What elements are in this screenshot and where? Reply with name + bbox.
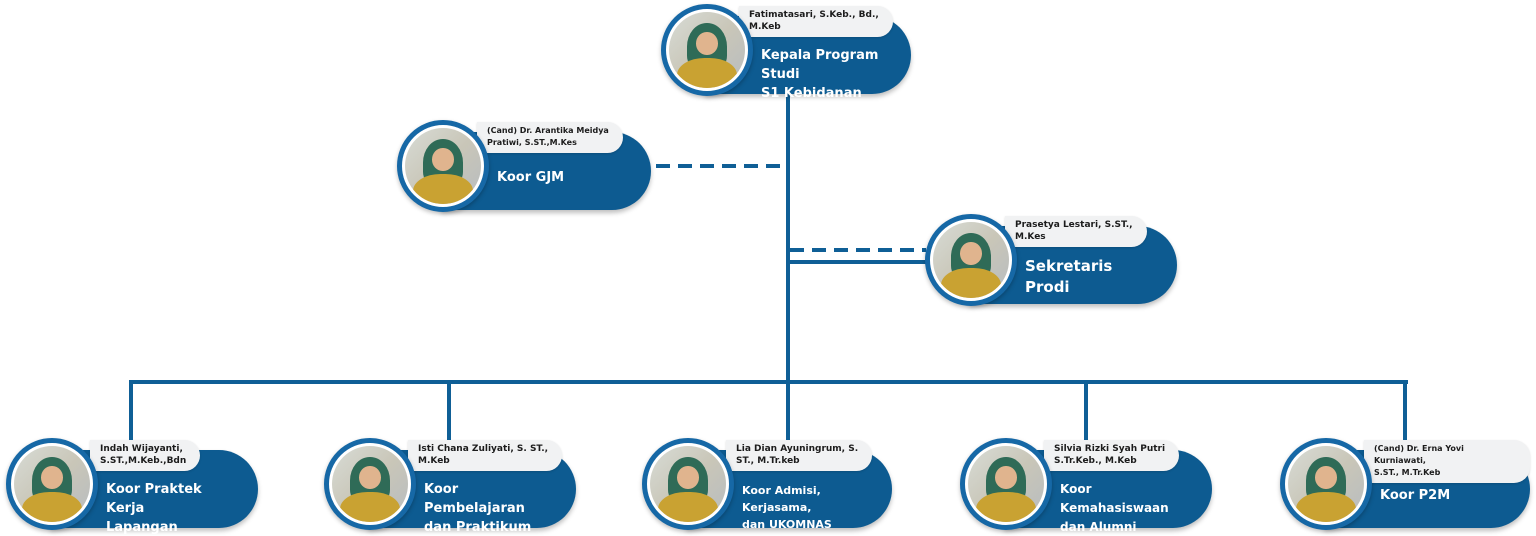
node-role: Sekretaris Prodi: [1025, 256, 1159, 298]
node-role-line: dan UKOMNAS: [742, 518, 832, 531]
person-photo-icon: [1288, 446, 1364, 522]
node-role-line: Lapangan: [106, 520, 178, 535]
node-kemahasiswaan[interactable]: Silvia Rizki Syah Putri S.Tr.Keb., M.Keb…: [960, 436, 1212, 534]
node-pembelajaran[interactable]: Isti Chana Zuliyati, S. ST., M.Keb Koor …: [324, 436, 576, 535]
avatar: [397, 120, 489, 212]
person-photo-icon: [405, 128, 481, 204]
node-name-line: S.Tr.Keb., M.Keb: [1054, 456, 1137, 466]
node-name: Lia Dian Ayuningrum, S. ST., M.Tr.keb: [726, 440, 873, 471]
edge-p2m: [1403, 380, 1407, 440]
edge-pembelajaran: [447, 380, 451, 440]
avatar: [324, 438, 416, 530]
node-name-line: S.ST., M.Tr.Keb: [1374, 468, 1441, 477]
node-role-line: Koor GJM: [497, 170, 565, 185]
avatar: [642, 438, 734, 530]
edge-bus: [129, 380, 1408, 384]
node-role-line: Sekretaris: [1025, 257, 1113, 275]
node-name-line: ST., M.Tr.keb: [736, 456, 800, 466]
node-name-line: Indah Wijayanti,: [100, 444, 183, 454]
node-gjm[interactable]: (Cand) Dr. Arantika Meidya Pratiwi, S.ST…: [397, 118, 651, 214]
node-name-line: M.Keb: [418, 456, 450, 466]
edge-pkl: [129, 380, 133, 440]
edge-kemahasiswaan: [1084, 380, 1088, 440]
node-name: Prasetya Lestari, S.ST., M.Kes: [1005, 216, 1147, 247]
edge-admisi: [786, 380, 790, 440]
node-name-line: Prasetya Lestari, S.ST.,: [1015, 220, 1133, 230]
node-name-line: Fatimatasari, S.Keb., Bd.,: [749, 10, 879, 20]
node-name-line: Isti Chana Zuliyati, S. ST.,: [418, 444, 549, 454]
node-name-line: S.ST.,M.Keb.,Bdn: [100, 456, 187, 466]
node-role: Koor Admisi, Kerjasama, dan UKOMNAS: [742, 482, 874, 533]
node-name-line: (Cand) Dr. Erna Yovi Kurniawati,: [1374, 444, 1464, 465]
node-name-line: M.Keb: [749, 22, 781, 32]
edge-trunk: [786, 92, 790, 384]
node-role: Koor P2M: [1380, 486, 1512, 505]
node-admisi[interactable]: Lia Dian Ayuningrum, S. ST., M.Tr.keb Ko…: [642, 436, 892, 532]
node-role: Koor GJM: [497, 168, 633, 187]
node-role-line: Koor Praktek Kerja: [106, 482, 202, 516]
node-name: (Cand) Dr. Arantika Meidya Pratiwi, S.ST…: [477, 122, 623, 153]
edge-gjm-dashed: [656, 164, 788, 168]
node-role: Kepala Program Studi S1 Kebidanan: [761, 46, 893, 103]
node-role-line: dan Praktikum: [424, 520, 532, 535]
node-role: Koor Pembelajaran dan Praktikum: [424, 480, 558, 536]
node-name-line: Silvia Rizki Syah Putri: [1054, 444, 1166, 454]
person-photo-icon: [669, 12, 745, 88]
node-role-line: Prodi: [1025, 278, 1070, 296]
node-name: Isti Chana Zuliyati, S. ST., M.Keb: [408, 440, 563, 471]
node-kaprodi[interactable]: Fatimatasari, S.Keb., Bd., M.Keb Kepala …: [661, 2, 911, 101]
node-name-line: Pratiwi, S.ST.,M.Kes: [487, 138, 577, 147]
person-photo-icon: [14, 446, 90, 522]
node-role-line: Kepala Program Studi: [761, 48, 879, 82]
node-role-line: Koor Pembelajaran: [424, 482, 525, 516]
edge-sekretaris-dashed: [790, 248, 926, 252]
node-name-line: Lia Dian Ayuningrum, S.: [736, 444, 859, 454]
node-name: Indah Wijayanti, S.ST.,M.Keb.,Bdn: [90, 440, 201, 471]
avatar: [960, 438, 1052, 530]
node-name-line: (Cand) Dr. Arantika Meidya: [487, 126, 609, 135]
node-role-line: Koor Kemahasiswaan: [1060, 482, 1169, 515]
node-name: Silvia Rizki Syah Putri S.Tr.Keb., M.Keb: [1044, 440, 1180, 471]
node-name-line: M.Kes: [1015, 232, 1046, 242]
node-role-line: S1 Kebidanan: [761, 86, 862, 101]
node-role-line: Koor Admisi, Kerjasama,: [742, 484, 821, 514]
node-sekretaris[interactable]: Prasetya Lestari, S.ST., M.Kes Sekretari…: [925, 212, 1177, 308]
node-role: Koor Praktek Kerja Lapangan: [106, 480, 240, 536]
node-role-line: dan Alumni: [1060, 520, 1137, 534]
node-p2m[interactable]: (Cand) Dr. Erna Yovi Kurniawati, S.ST., …: [1280, 436, 1530, 532]
node-pkl[interactable]: Indah Wijayanti, S.ST.,M.Keb.,Bdn Koor P…: [6, 436, 258, 535]
node-role: Koor Kemahasiswaan dan Alumni: [1060, 480, 1194, 536]
avatar: [1280, 438, 1372, 530]
avatar: [925, 214, 1017, 306]
avatar: [6, 438, 98, 530]
edge-sekretaris-solid: [788, 260, 926, 264]
person-photo-icon: [968, 446, 1044, 522]
node-name: (Cand) Dr. Erna Yovi Kurniawati, S.ST., …: [1364, 440, 1530, 483]
node-role-line: Koor P2M: [1380, 488, 1451, 503]
person-photo-icon: [933, 222, 1009, 298]
person-photo-icon: [332, 446, 408, 522]
avatar: [661, 4, 753, 96]
person-photo-icon: [650, 446, 726, 522]
node-name: Fatimatasari, S.Keb., Bd., M.Keb: [739, 6, 893, 37]
